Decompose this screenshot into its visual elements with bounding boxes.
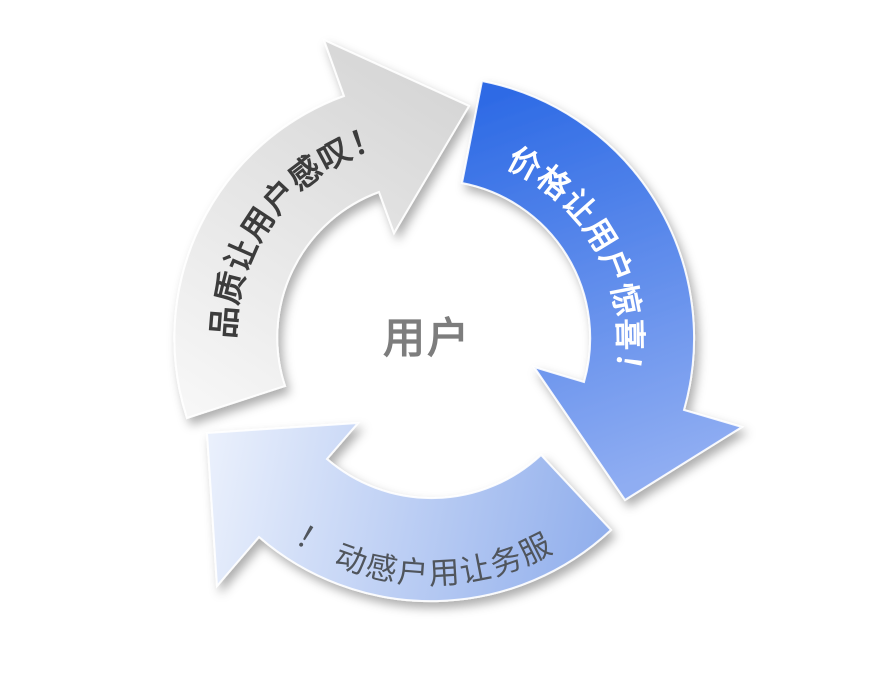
quality-arrow-shape	[173, 38, 471, 420]
center-label: 用户	[383, 314, 471, 363]
service-arrow-shape	[205, 421, 613, 603]
price-arrow-shape	[460, 79, 745, 502]
